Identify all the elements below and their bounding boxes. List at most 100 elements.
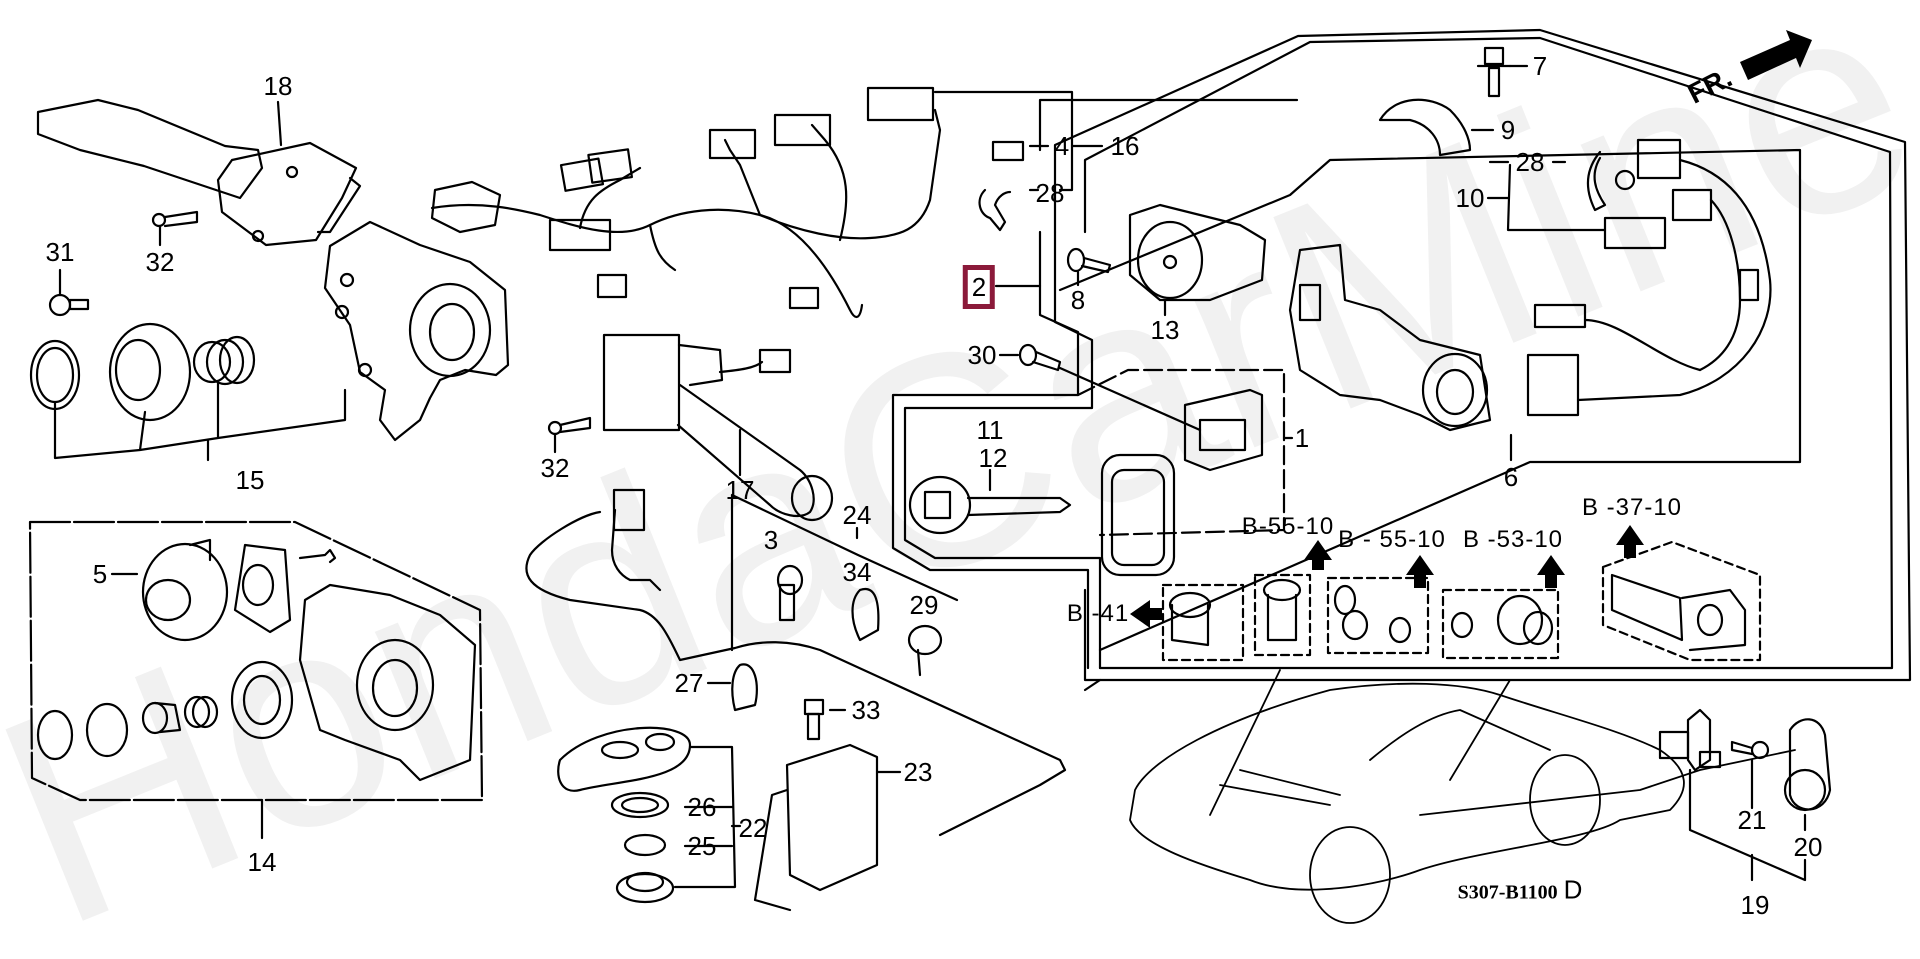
callout-8[interactable]: 8	[1070, 285, 1086, 315]
switch-cap-20-part[interactable]	[1783, 718, 1832, 812]
washer-part[interactable]	[85, 702, 129, 758]
screw-part[interactable]	[298, 548, 337, 564]
clip-34-part[interactable]	[851, 587, 880, 642]
callout-27[interactable]: 27	[674, 668, 704, 698]
connector-part[interactable]	[991, 140, 1025, 162]
reference-b-37-10[interactable]: B -37-10	[1581, 494, 1683, 521]
clip-3-part[interactable]	[776, 564, 804, 622]
callout-7[interactable]: 7	[1532, 51, 1548, 81]
lock-cylinder-b41[interactable]	[1161, 583, 1245, 662]
collar-part[interactable]	[141, 701, 182, 735]
callout-3[interactable]: 3	[763, 525, 779, 555]
arrow-up-icon	[1304, 540, 1332, 570]
callout-1[interactable]: 1	[1294, 423, 1310, 453]
callout-18[interactable]: 18	[263, 71, 293, 101]
callout-19[interactable]: 19	[1740, 890, 1770, 920]
reference-b-55-10-b[interactable]: B - 55-10	[1338, 526, 1446, 553]
callout-28-left[interactable]: 28	[1035, 178, 1065, 208]
callout-21[interactable]: 21	[1737, 805, 1767, 835]
ignition-harness[interactable]	[1526, 138, 1772, 417]
callout-13[interactable]: 13	[1150, 315, 1180, 345]
arrow-up-icon	[1406, 555, 1434, 588]
clip-part[interactable]	[978, 188, 1012, 232]
vehicle-outline	[1129, 669, 1796, 924]
diagram-code-suffix: D	[1563, 874, 1583, 905]
column-switch-body[interactable]	[298, 583, 477, 782]
cable-reel-part[interactable]	[141, 538, 229, 642]
callout-31[interactable]: 31	[45, 237, 75, 267]
key-part[interactable]	[908, 475, 1072, 535]
callout-11[interactable]: 11	[976, 415, 1004, 445]
keyless-receiver-unit-part[interactable]	[753, 743, 879, 912]
callout-32-lower[interactable]: 32	[540, 453, 570, 483]
cable-reel-group-outline	[28, 520, 484, 802]
antenna-cable[interactable]	[525, 488, 1067, 837]
callout-22[interactable]: 22	[738, 813, 768, 843]
screw-part[interactable]	[1018, 343, 1062, 372]
reference-b-41[interactable]: B -41	[1066, 600, 1130, 627]
transmitter-cover-part[interactable]	[557, 726, 692, 792]
lock-cylinder-b55b[interactable]	[1326, 576, 1430, 655]
cap-25-part[interactable]	[623, 833, 667, 857]
bolt-part[interactable]	[1066, 247, 1112, 274]
callout-9[interactable]: 9	[1500, 115, 1516, 145]
bolt-33-part[interactable]	[803, 698, 825, 741]
callout-10[interactable]: 10	[1455, 183, 1485, 213]
callout-30[interactable]: 30	[967, 340, 997, 370]
diagram-code-text: S307-B1100	[1457, 881, 1558, 904]
steering-lock-part[interactable]	[1288, 243, 1492, 432]
steering-column-housing[interactable]	[323, 220, 510, 442]
callout-12[interactable]: 12	[978, 443, 1008, 473]
callout-14[interactable]: 14	[247, 847, 277, 877]
screw-21-part[interactable]	[1730, 740, 1770, 760]
lock-cylinder-b37[interactable]	[1601, 540, 1762, 662]
cable-harness[interactable]	[430, 86, 942, 318]
cancel-sleeve-set[interactable]	[29, 322, 256, 422]
callout-2-selected[interactable]: 2	[962, 265, 996, 309]
callout-28-right[interactable]: 28	[1515, 147, 1545, 177]
snap-ring-part[interactable]	[36, 709, 74, 761]
key-tag-part[interactable]	[1100, 453, 1176, 577]
bearing-part[interactable]	[230, 660, 294, 740]
combination-switch-light-part[interactable]	[602, 333, 834, 522]
cable-reel-cover-part[interactable]	[233, 543, 292, 634]
door-switch-part[interactable]	[1658, 708, 1722, 772]
clip-29-part[interactable]	[907, 624, 943, 677]
clip-part[interactable]	[1586, 150, 1636, 212]
bolt-part[interactable]	[1476, 46, 1512, 98]
screw-part[interactable]	[151, 210, 199, 228]
callout-34[interactable]: 34	[842, 557, 872, 587]
clamp-part[interactable]	[1378, 98, 1472, 157]
callout-23[interactable]: 23	[903, 757, 933, 787]
ignition-switch-part[interactable]	[1128, 203, 1267, 302]
callout-17[interactable]: 17	[725, 475, 755, 505]
callout-6[interactable]: 6	[1503, 462, 1519, 492]
callout-25[interactable]: 25	[687, 831, 717, 861]
immobilizer-unit-part[interactable]	[1183, 388, 1264, 472]
callout-15[interactable]: 15	[235, 465, 265, 495]
callout-29[interactable]: 29	[909, 590, 939, 620]
lock-cylinder-b53[interactable]	[1441, 588, 1560, 660]
lock-cylinder-b55a[interactable]	[1253, 573, 1312, 657]
callout-33[interactable]: 33	[851, 695, 881, 725]
spring-part[interactable]	[183, 695, 219, 729]
bolt-part[interactable]	[48, 293, 90, 317]
callout-16[interactable]: 16	[1110, 131, 1140, 161]
arrow-left-icon	[1130, 600, 1162, 628]
callout-5[interactable]: 5	[92, 559, 108, 589]
callout-20[interactable]: 20	[1793, 832, 1823, 862]
reference-b-55-10-a[interactable]: B-55-10	[1241, 513, 1335, 540]
clip-27-part[interactable]	[731, 663, 758, 712]
reference-arrows	[1130, 525, 1644, 628]
seal-26-part[interactable]	[610, 791, 670, 819]
grommet-part[interactable]	[615, 871, 675, 904]
callout-32-upper[interactable]: 32	[145, 247, 175, 277]
reference-b-53-10[interactable]: B -53-10	[1462, 526, 1564, 553]
callout-4[interactable]: 4	[1054, 131, 1070, 161]
callout-26[interactable]: 26	[687, 792, 717, 822]
combination-switch-wiper-part[interactable]	[36, 98, 362, 247]
callout-24[interactable]: 24	[842, 500, 872, 530]
